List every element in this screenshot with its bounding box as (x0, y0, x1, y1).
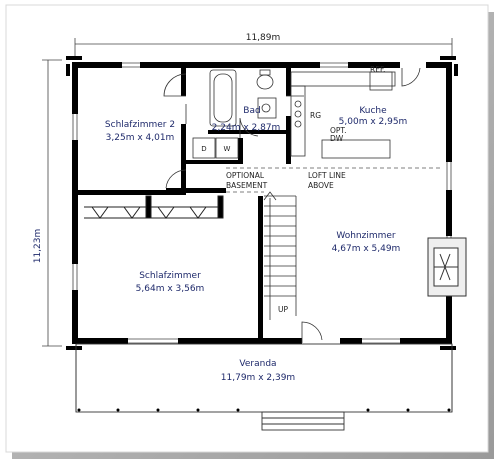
refrigerator (369, 71, 393, 91)
room-size-schlafzimmer2: 3,25m x 4,01m (106, 133, 175, 143)
room-name-kuche: Kuche (359, 106, 387, 116)
loft-label-line1: LOFT LINE (308, 171, 346, 180)
laundry-closet (192, 137, 239, 159)
dryer-label: D (201, 145, 206, 153)
bathtub (209, 69, 237, 127)
room-size-veranda: 11,79m x 2,39m (221, 373, 295, 383)
loft-line (226, 167, 440, 193)
left-dimension-line (42, 59, 62, 347)
refrigerator-label: REF. (370, 65, 385, 74)
kitchen-counters (290, 71, 396, 159)
loft-label-line2: ABOVE (308, 181, 334, 190)
room-name-schlafzimmer2: Schlafzimmer 2 (105, 120, 175, 130)
closets (84, 195, 224, 219)
dishwasher-label-line2: DW (330, 134, 344, 143)
basement-label-line1: OPTIONAL (226, 171, 265, 180)
width-dimension-label: 11,89m (246, 33, 281, 43)
room-name-wohnzimmer: Wohnzimmer (336, 231, 396, 241)
door-swings (163, 67, 421, 343)
room-name-bad: Bad (243, 106, 260, 116)
room-size-kuche: 5,00m x 2,95m (339, 117, 408, 127)
toilet (256, 69, 274, 90)
staircase (263, 191, 297, 320)
page-sheet (5, 4, 489, 453)
room-name-veranda: Veranda (239, 359, 276, 369)
dishwasher-label-line1: OPT. (330, 126, 347, 135)
stair-up-label: UP (278, 305, 288, 314)
room-size-wohnzimmer: 4,67m x 5,49m (332, 244, 401, 254)
room-size-schlafzimmer: 5,64m x 3,56m (136, 284, 205, 294)
room-size-bad: 2,24m x 2,87m (212, 123, 281, 133)
room-name-schlafzimmer: Schlafzimmer (139, 271, 201, 281)
fireplace (427, 237, 467, 297)
range-label: RG (310, 111, 321, 120)
veranda-outline (75, 343, 453, 431)
height-dimension-label: 11,23m (33, 229, 43, 264)
washer-label: W (224, 145, 231, 153)
sink (257, 97, 277, 119)
top-dimension-line (74, 38, 453, 58)
exterior-walls (66, 56, 458, 350)
basement-label-line2: BASEMENT (226, 181, 268, 190)
veranda-posts (77, 408, 451, 412)
